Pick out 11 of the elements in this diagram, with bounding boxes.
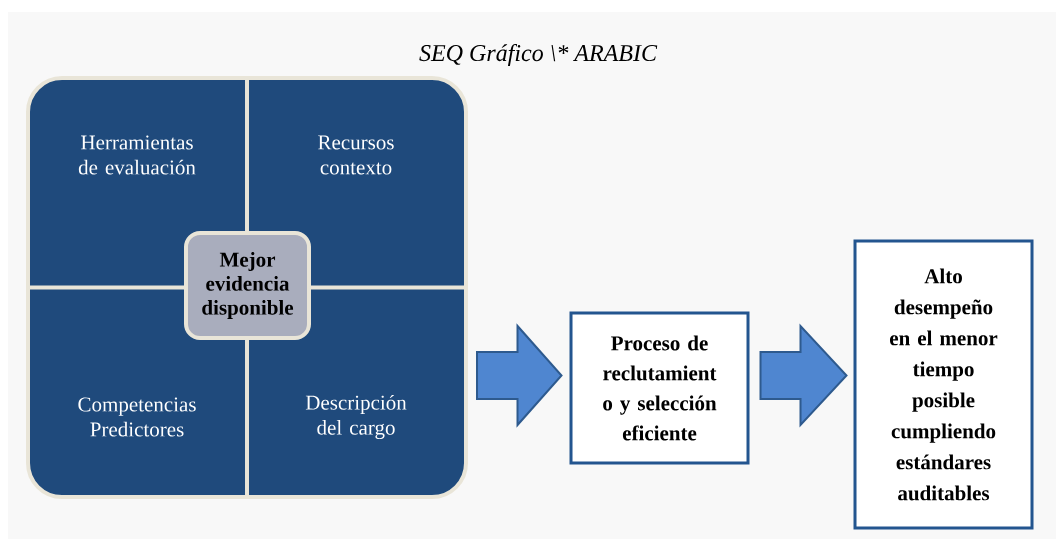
quadrant-label: Herramientas de evaluación	[78, 135, 196, 175]
block-arrow	[759, 323, 848, 428]
quadrant-label: Competencias Predictores	[78, 397, 196, 437]
process-box: Proceso de reclutamient o y selección eficiente	[569, 311, 750, 465]
center-box: Mejor evidencia disponible	[184, 231, 311, 340]
block-arrow	[476, 323, 563, 428]
title: SEQ Gráfico \* ARABIC	[419, 44, 658, 66]
quadrant-label: Descripción del cargo	[305, 394, 407, 440]
quadrant-label: Recursos contexto	[318, 135, 394, 175]
rounded-square-drawing	[26, 76, 468, 499]
process-box: Alto desempeño en el menor tiempo posible cumpliendo estándares auditables	[853, 239, 1034, 530]
